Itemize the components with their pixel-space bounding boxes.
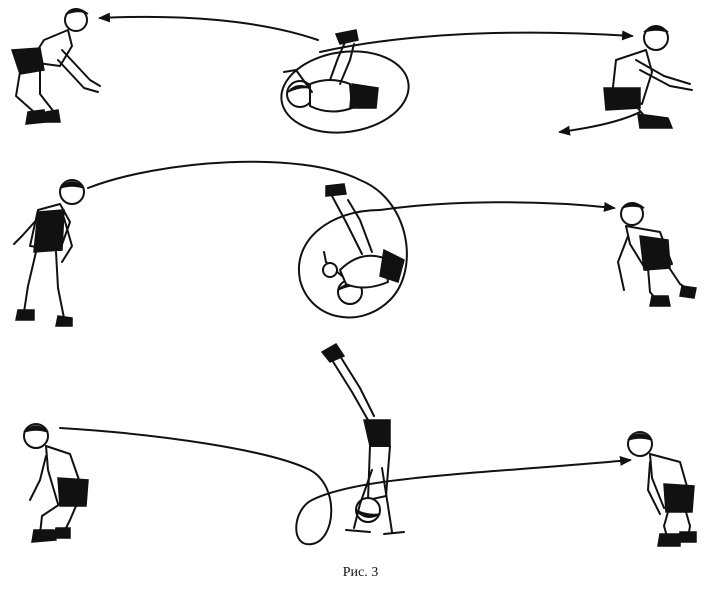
wrestler-roll-figure [280, 29, 410, 134]
wrestler-standing-left-figure [13, 179, 85, 327]
wrestler-backroll-figure [87, 160, 408, 319]
wrestler-squat-end-figure [627, 431, 697, 547]
figure-caption: Рис. 3 [342, 565, 379, 580]
wrestler-squat-left-figure [23, 423, 89, 543]
row-2 [13, 160, 697, 327]
wrestler-crouch-right-figure [617, 202, 697, 307]
wrestler-handstand-figure [320, 343, 405, 535]
wrestler-crouch-left-figure [10, 8, 101, 125]
row-1 [10, 8, 693, 136]
row-3 [23, 343, 697, 547]
wrestler-squat-right-figure [603, 25, 693, 129]
